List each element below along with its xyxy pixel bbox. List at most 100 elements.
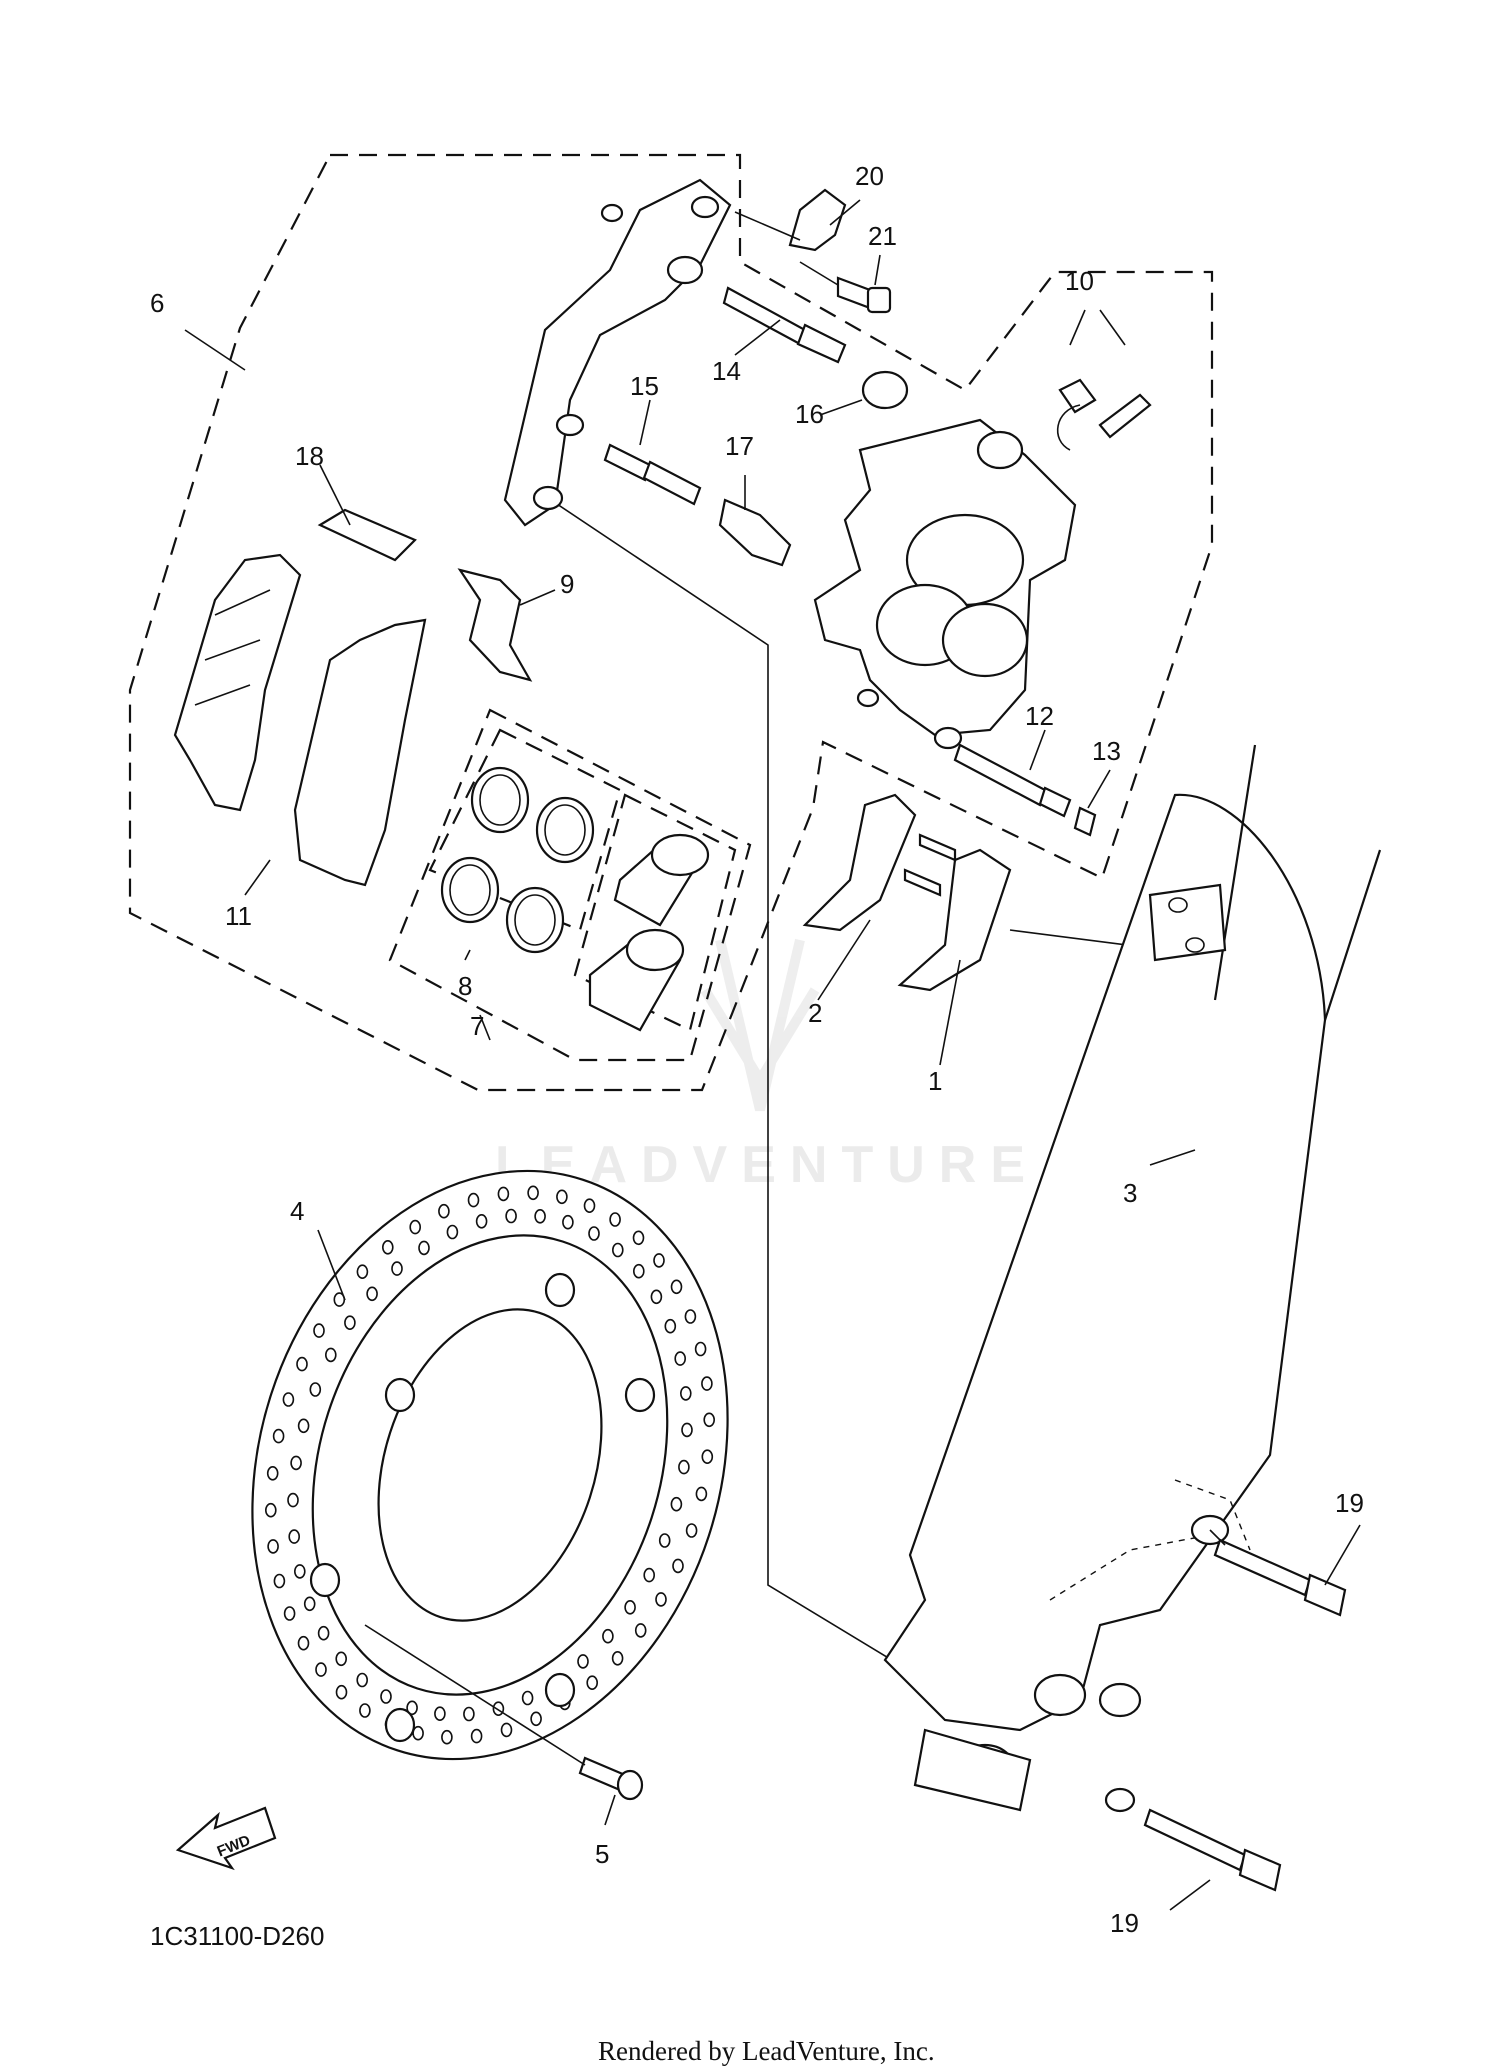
disc-vent-hole [653, 1253, 665, 1268]
disc-vent-hole [441, 1729, 453, 1745]
disc-vent-hole [586, 1675, 599, 1690]
disc-vent-hole [634, 1623, 647, 1638]
disc-vent-hole [366, 1286, 378, 1302]
hose-guide-2 [802, 793, 957, 932]
callout-19-upper: 19 [1335, 1488, 1364, 1518]
disc-vent-hole [409, 1219, 422, 1235]
disc-vent-hole [264, 1502, 277, 1518]
callout-leaders [184, 199, 1361, 1911]
disc-vent-hole [643, 1567, 656, 1583]
pad-retaining-pin [953, 743, 1072, 818]
disc-vent-hole [287, 1492, 299, 1508]
disc-vent-hole [324, 1347, 337, 1363]
disc-vent-hole [534, 1209, 546, 1224]
front-fork-leg [883, 744, 1382, 1812]
disc-vent-hole [624, 1600, 636, 1615]
slide-pin-short [603, 443, 702, 506]
disc-vent-hole [701, 1449, 714, 1464]
disc-vent-hole [672, 1558, 684, 1574]
callout-9: 9 [560, 569, 574, 599]
disc-vent-hole [335, 1684, 348, 1700]
disc-vent-hole [681, 1422, 693, 1438]
callout-16: 16 [795, 399, 824, 429]
seal-kit-dashed-outline [388, 708, 752, 1062]
callout-20: 20 [855, 161, 884, 191]
disc-vent-holes [264, 1185, 716, 1745]
brake-pad-outer [173, 553, 302, 812]
disc-vent-hole [296, 1356, 308, 1372]
disc-vent-hole [611, 1651, 624, 1666]
disc-vent-hole [344, 1315, 356, 1330]
disc-vent-hole [293, 1564, 306, 1579]
disc-vent-hole [283, 1606, 296, 1621]
axle-holder-bolt-lower [1104, 1787, 1282, 1892]
disc-vent-hole [655, 1592, 667, 1607]
caliper-body [813, 418, 1077, 750]
callout-labels: 1 2 3 4 5 6 7 8 9 10 11 12 13 14 15 16 1… [150, 161, 1364, 1938]
disc-vent-hole [678, 1459, 690, 1475]
piston-seals [440, 766, 595, 954]
disc-vent-hole [309, 1382, 322, 1397]
pad-spring [457, 568, 533, 682]
disc-vent-hole [650, 1289, 663, 1305]
disc-vent-hole [609, 1212, 621, 1227]
pistons [588, 833, 710, 1032]
disc-vent-hole [380, 1689, 392, 1704]
disc-vent-hole [562, 1214, 574, 1230]
disc-vent-hole [556, 1189, 568, 1205]
boot [861, 370, 909, 410]
bracket-to-fork-leader [547, 497, 901, 1666]
disc-vent-hole [664, 1318, 677, 1334]
caliper-bracket [503, 178, 732, 527]
disc-vent-hole [317, 1625, 330, 1641]
brake-pad-inner [293, 618, 427, 887]
callout-15: 15 [630, 371, 659, 401]
callout-21: 21 [868, 221, 897, 251]
disc-vent-hole [694, 1341, 707, 1357]
rendered-by-footer: Rendered by LeadVenture, Inc. [598, 2036, 935, 2066]
disc-vent-hole [359, 1703, 371, 1718]
callout-13: 13 [1092, 736, 1121, 766]
disc-vent-hole [475, 1214, 488, 1229]
caliper-mount-bolt-small [799, 261, 892, 314]
axle-holder-bolt-upper [1209, 1529, 1347, 1617]
callout-18: 18 [295, 441, 324, 471]
piston-dashed-outline [573, 793, 737, 1032]
disc-vent-hole [701, 1376, 713, 1391]
disc-vent-hole [505, 1208, 517, 1224]
callout-17: 17 [725, 431, 754, 461]
disc-vent-hole [658, 1533, 671, 1548]
fwd-direction-arrow: FWD [175, 1806, 277, 1871]
disc-vent-hole [577, 1654, 589, 1669]
disc-vent-hole [670, 1496, 683, 1512]
hose-guide-1 [897, 848, 1151, 992]
disc-vent-hole [632, 1263, 645, 1279]
disc-vent-hole [530, 1711, 542, 1727]
disc-vent-hole [434, 1706, 446, 1721]
disc-vent-hole [685, 1523, 698, 1538]
callout-8: 8 [458, 971, 472, 1001]
disc-vent-hole [679, 1386, 692, 1401]
disc-vent-hole [446, 1224, 459, 1240]
disc-vent-hole [418, 1240, 430, 1256]
pad-shim [317, 508, 417, 562]
caliper-assembly-dashed-outline [128, 153, 1214, 1092]
disc-vent-hole [356, 1672, 369, 1688]
pin-boot [718, 498, 792, 567]
disc-vent-hole [315, 1662, 327, 1677]
pad-pin-clip [734, 188, 847, 252]
disc-vent-hole [267, 1539, 279, 1554]
disc-vent-hole [391, 1261, 403, 1276]
callout-6: 6 [150, 288, 164, 318]
disc-vent-hole [703, 1412, 716, 1428]
disc-vent-hole [266, 1466, 279, 1481]
piston-seal-dashed-outline [428, 728, 622, 932]
disc-vent-hole [492, 1701, 505, 1716]
disc-vent-hole [288, 1529, 301, 1544]
pin-plug [1073, 806, 1097, 837]
disc-vent-hole [290, 1455, 302, 1471]
disc-vent-hole [406, 1700, 418, 1716]
disc-vent-hole [684, 1309, 697, 1324]
disc-vent-hole [356, 1264, 369, 1279]
